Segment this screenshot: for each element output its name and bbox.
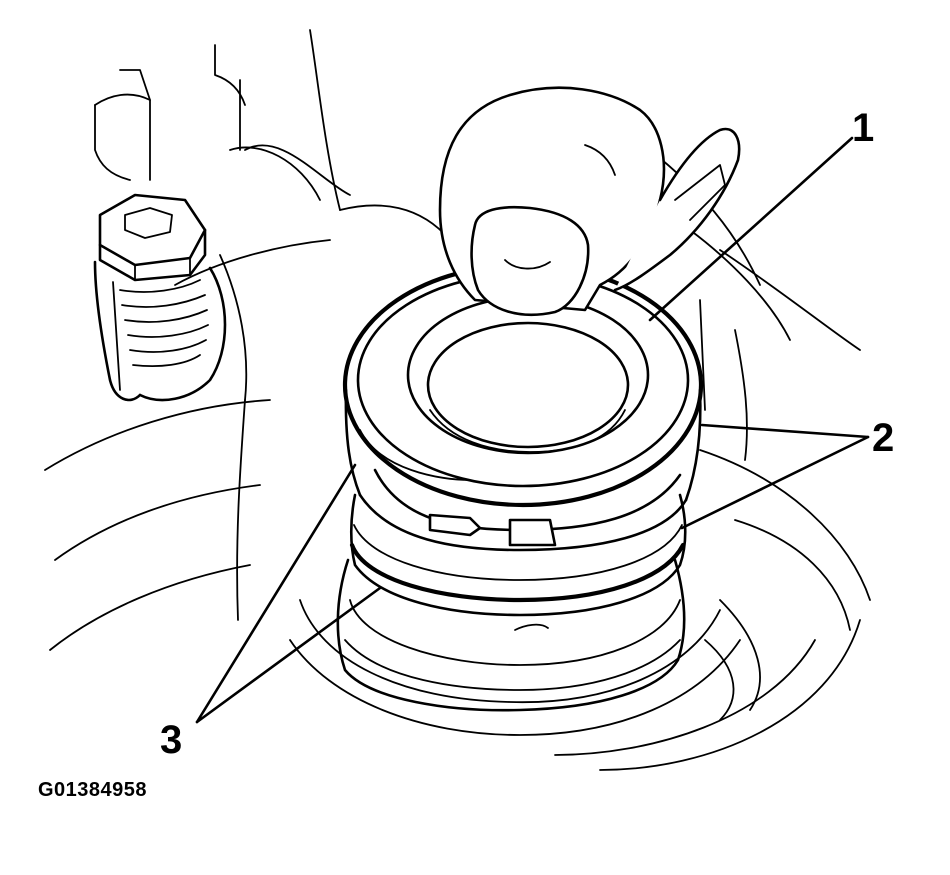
leader-line-2b (680, 435, 870, 530)
figure-id: G01384958 (38, 779, 148, 801)
leader-line-1 (648, 136, 854, 322)
callout-3: 3 (160, 718, 183, 762)
leader-line-2a (700, 423, 870, 439)
leader-line-3b (195, 586, 382, 724)
seal-ring (342, 262, 704, 552)
leader-line-3a (195, 463, 357, 724)
outer-ring-lines (289, 449, 871, 771)
callout-1: 1 (852, 106, 875, 150)
finger (438, 86, 741, 317)
leader-lines (195, 136, 870, 724)
boot-body (336, 493, 687, 712)
callout-2: 2 (872, 416, 895, 460)
bolt (93, 193, 227, 402)
housing-contours (44, 29, 861, 651)
